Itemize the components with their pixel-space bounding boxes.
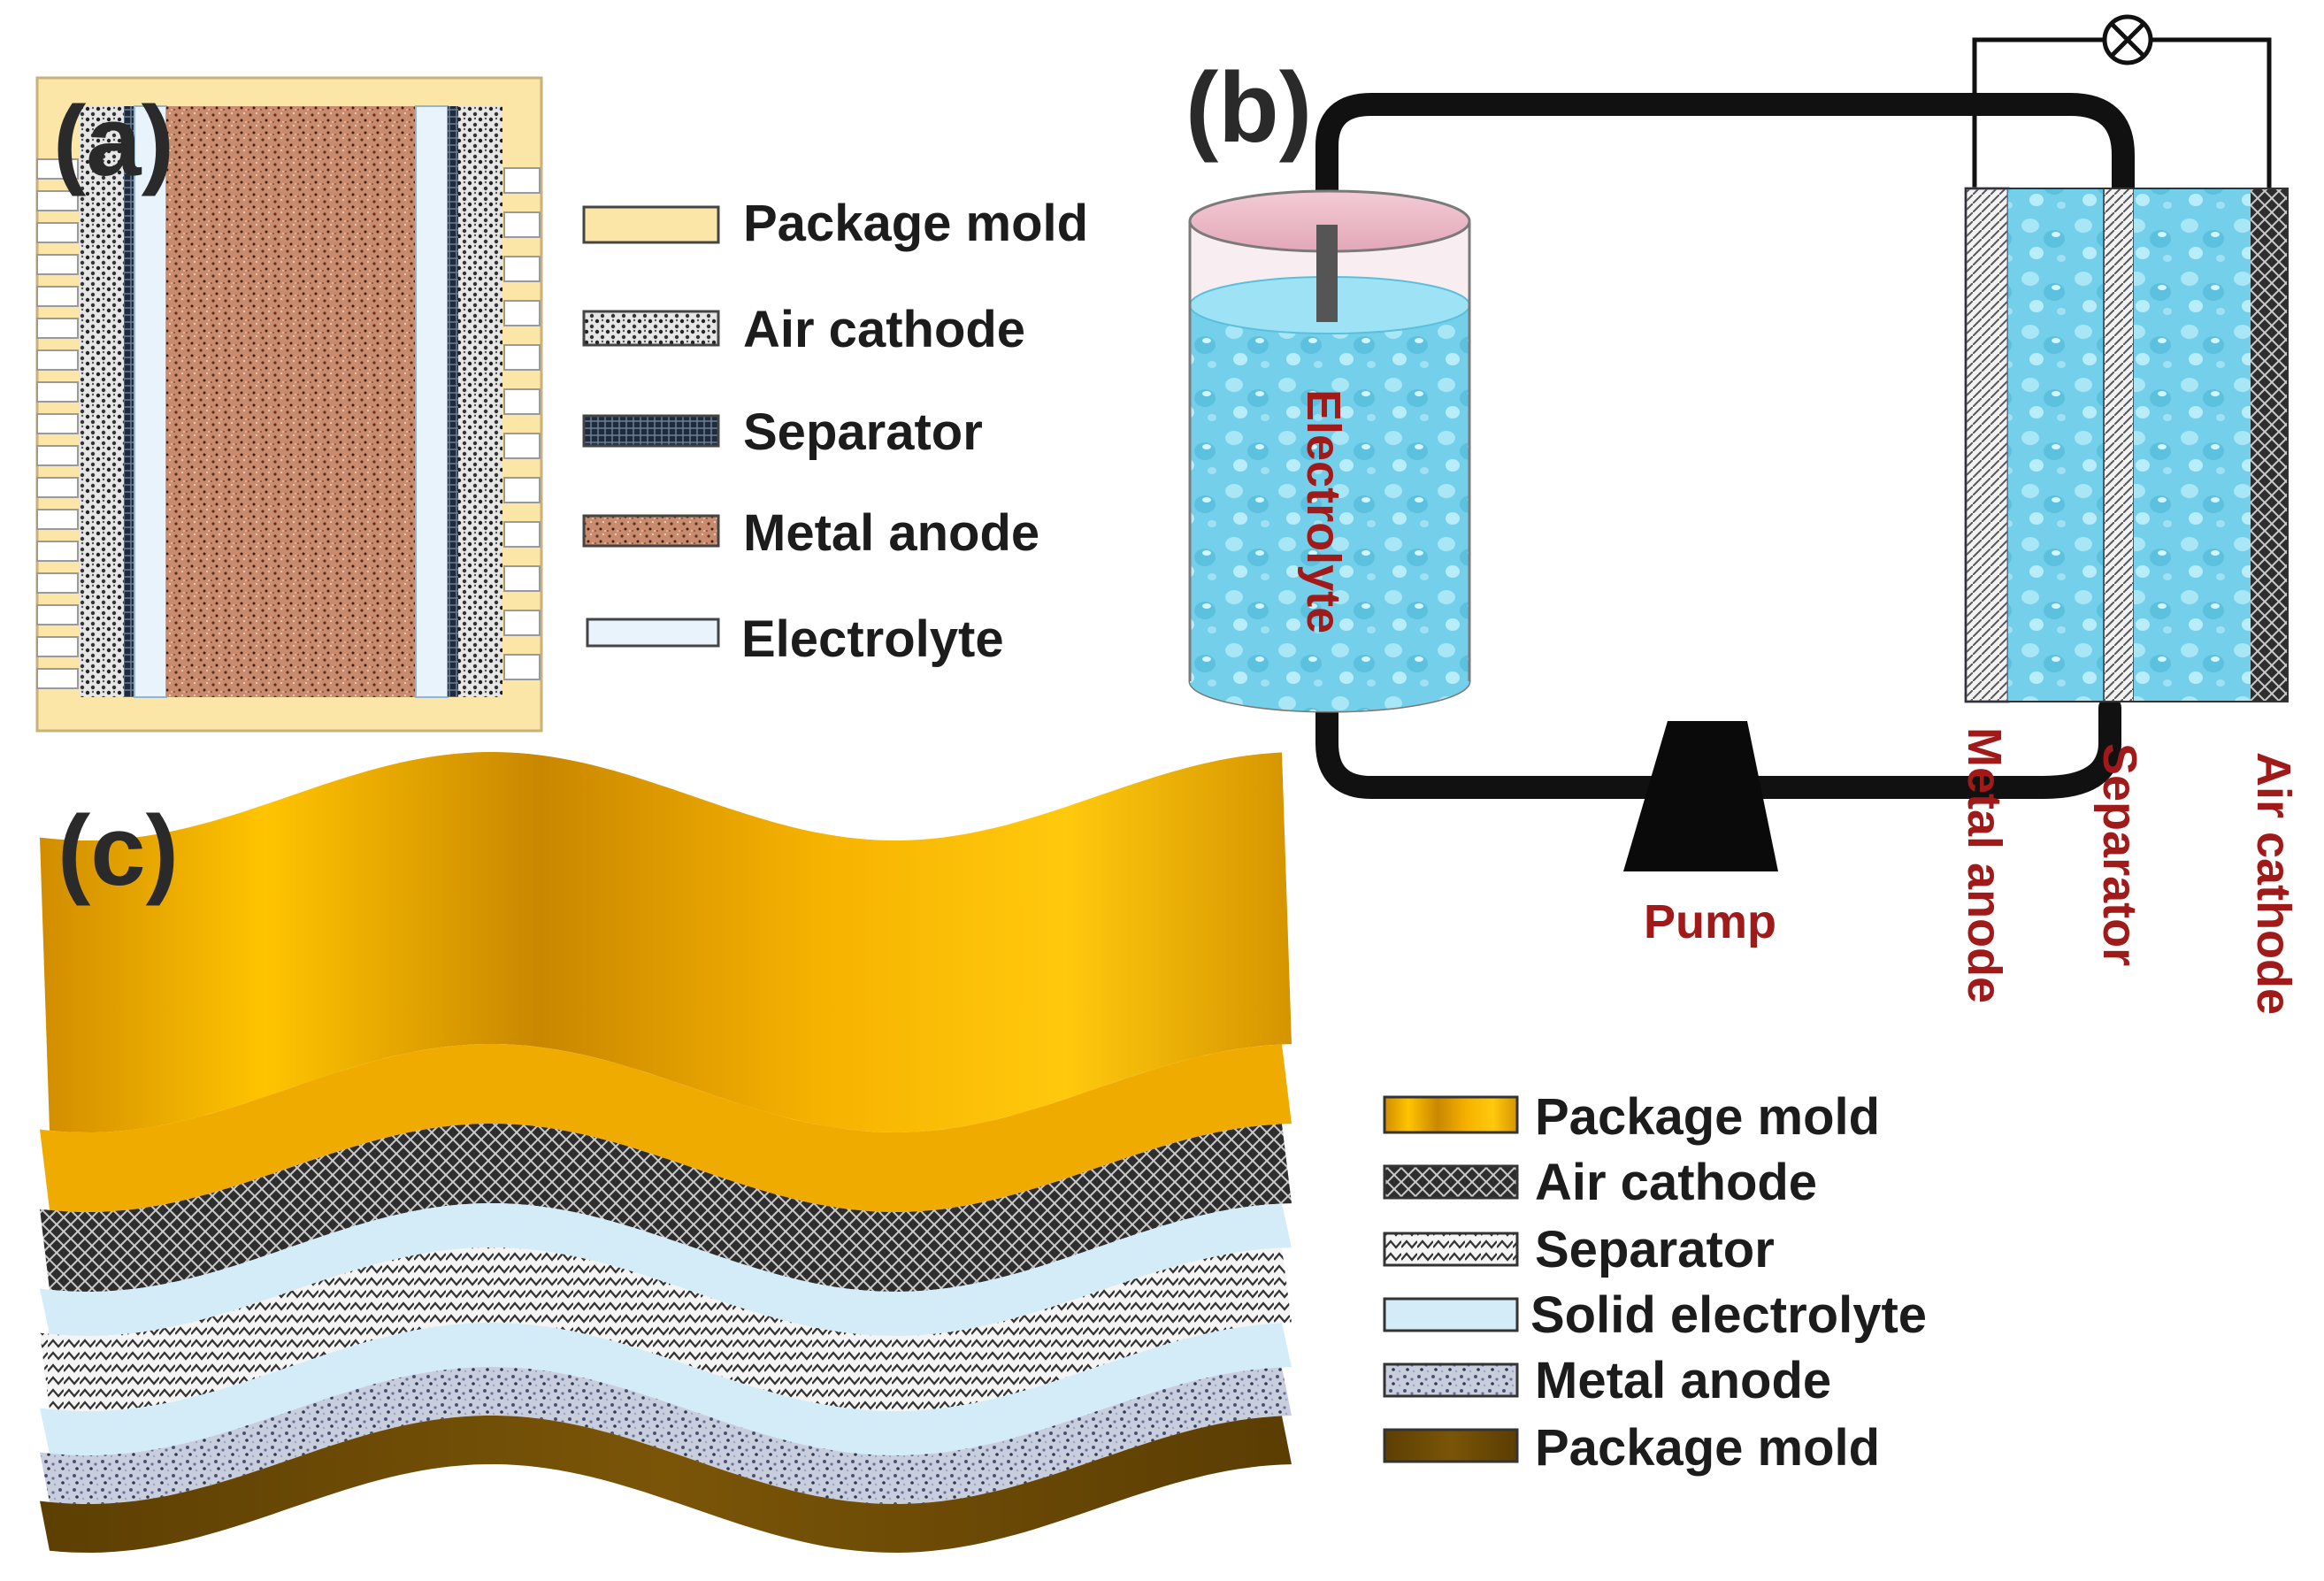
vent-slot — [503, 477, 541, 503]
layer-solid-electrolyte-upper — [40, 1203, 1292, 1336]
legend-a: Package mold Air cathode Separator Metal… — [582, 195, 1088, 668]
flexible-battery-layers — [40, 752, 1292, 1553]
panel-c: (c) Package mold Air cathode Separator S… — [40, 752, 1927, 1553]
legend-c-label-package-mold-top: Package mold — [1535, 1088, 1880, 1146]
cell-air-cathode — [2251, 188, 2288, 702]
cell-metal-anode — [1964, 187, 2010, 703]
legend-swatch-electrolyte — [586, 618, 720, 648]
vent-slot — [36, 222, 79, 243]
vent-slot — [503, 521, 541, 548]
liquid — [1190, 305, 1469, 711]
layer-air-cathode — [40, 1124, 1292, 1292]
vent-slot — [36, 636, 79, 657]
legend-swatch-separator — [582, 414, 720, 448]
vent-slot — [503, 211, 541, 238]
vent-slot — [503, 565, 541, 592]
metal-anode-block — [166, 106, 416, 697]
legend-swatch-package-mold — [582, 205, 720, 244]
cell-label-air-cathode: Air cathode — [2247, 752, 2300, 1015]
vents-right — [503, 167, 541, 680]
legend-c-label-metal-anode: Metal anode — [1535, 1352, 1831, 1409]
vent-slot — [36, 413, 79, 434]
panel-a: (a) Package mold Air cathode Separator M… — [35, 76, 1088, 733]
vent-slot — [36, 286, 79, 307]
legend-c-swatch-metal-anode — [1383, 1362, 1519, 1398]
legend-c-label-air-cathode: Air cathode — [1535, 1154, 1817, 1211]
air-cathode-right — [458, 106, 502, 697]
legend-swatch-air-cathode — [582, 310, 720, 347]
vent-slot — [36, 509, 79, 530]
cell-separator — [2103, 188, 2135, 702]
legend-c-swatch-air-cathode — [1383, 1164, 1519, 1200]
bottom-tube — [1315, 696, 2121, 799]
panel-a-label: (a) — [53, 86, 174, 196]
pump-label: Pump — [1644, 895, 1776, 948]
legend-c-swatch-solid-electrolyte — [1383, 1297, 1519, 1332]
air-cathode-left — [80, 106, 124, 697]
cell-electrolyte-chamber-2 — [2134, 188, 2251, 702]
layer-metal-anode — [40, 1367, 1292, 1504]
vent-slot — [36, 158, 79, 180]
legend-c: Package mold Air cathode Separator Solid… — [1383, 1088, 1927, 1477]
vent-slot — [503, 433, 541, 459]
vents-left — [36, 158, 79, 689]
electrolyte-tank — [1188, 189, 1471, 713]
legend-c-label-solid-electrolyte: Solid electrolyte — [1530, 1286, 1927, 1344]
vent-slot — [36, 349, 79, 371]
panel-b: (b) Electrolyte Pump — [1185, 14, 2300, 1015]
legend-c-swatch-package-mold-bottom — [1383, 1428, 1519, 1463]
vent-slot — [36, 190, 79, 211]
vent-slot — [503, 654, 541, 680]
layer-separator — [40, 1247, 1292, 1411]
legend-label-electrolyte: Electrolyte — [741, 610, 1004, 668]
layer-package-mold-top — [40, 752, 1292, 1132]
pump-icon — [1623, 721, 1778, 871]
flow-cell — [1964, 187, 2289, 703]
vent-slot — [503, 610, 541, 636]
vent-slot — [503, 344, 541, 371]
vent-slot — [36, 445, 79, 466]
panel-b-label: (b) — [1185, 52, 1312, 163]
legend-label-separator: Separator — [743, 403, 983, 461]
vent-slot — [36, 668, 79, 689]
electrolyte-right — [415, 105, 449, 698]
layer-solid-electrolyte-lower — [40, 1323, 1292, 1455]
separator-right — [448, 106, 458, 697]
vent-slot — [36, 381, 79, 403]
vent-slot — [36, 604, 79, 625]
tank-electrolyte-label: Electrolyte — [1297, 389, 1350, 633]
legend-c-swatch-package-mold-top — [1383, 1095, 1519, 1134]
intake-pipe — [1316, 225, 1338, 322]
legend-label-metal-anode: Metal anode — [743, 504, 1039, 562]
lamp-icon — [2102, 14, 2153, 65]
layer-package-mold-bottom — [40, 1416, 1292, 1553]
legend-c-label-package-mold-bottom: Package mold — [1535, 1419, 1880, 1477]
vent-slot — [36, 254, 79, 275]
vent-slot — [36, 318, 79, 339]
panel-c-label: (c) — [58, 795, 179, 906]
legend-swatch-metal-anode — [582, 514, 720, 548]
legend-label-air-cathode: Air cathode — [743, 301, 1025, 358]
external-circuit-wire — [1972, 37, 2272, 190]
top-tube — [1315, 93, 2135, 234]
cell-label-metal-anode: Metal anode — [1958, 727, 2011, 1003]
layer-package-mold-top-edge — [40, 1044, 1292, 1212]
legend-label-package-mold: Package mold — [743, 195, 1088, 252]
vent-slot — [503, 167, 541, 194]
vent-slot — [503, 300, 541, 326]
vent-slot — [36, 477, 79, 498]
vent-slot — [503, 388, 541, 415]
cell-electrolyte-chamber-1 — [2008, 188, 2104, 702]
cell-label-separator: Separator — [2093, 743, 2146, 966]
legend-c-swatch-separator — [1383, 1232, 1519, 1267]
separator-left — [124, 106, 134, 697]
vent-slot — [36, 541, 79, 562]
vent-slot — [36, 572, 79, 594]
legend-c-label-separator: Separator — [1535, 1221, 1775, 1278]
vent-slot — [503, 256, 541, 282]
